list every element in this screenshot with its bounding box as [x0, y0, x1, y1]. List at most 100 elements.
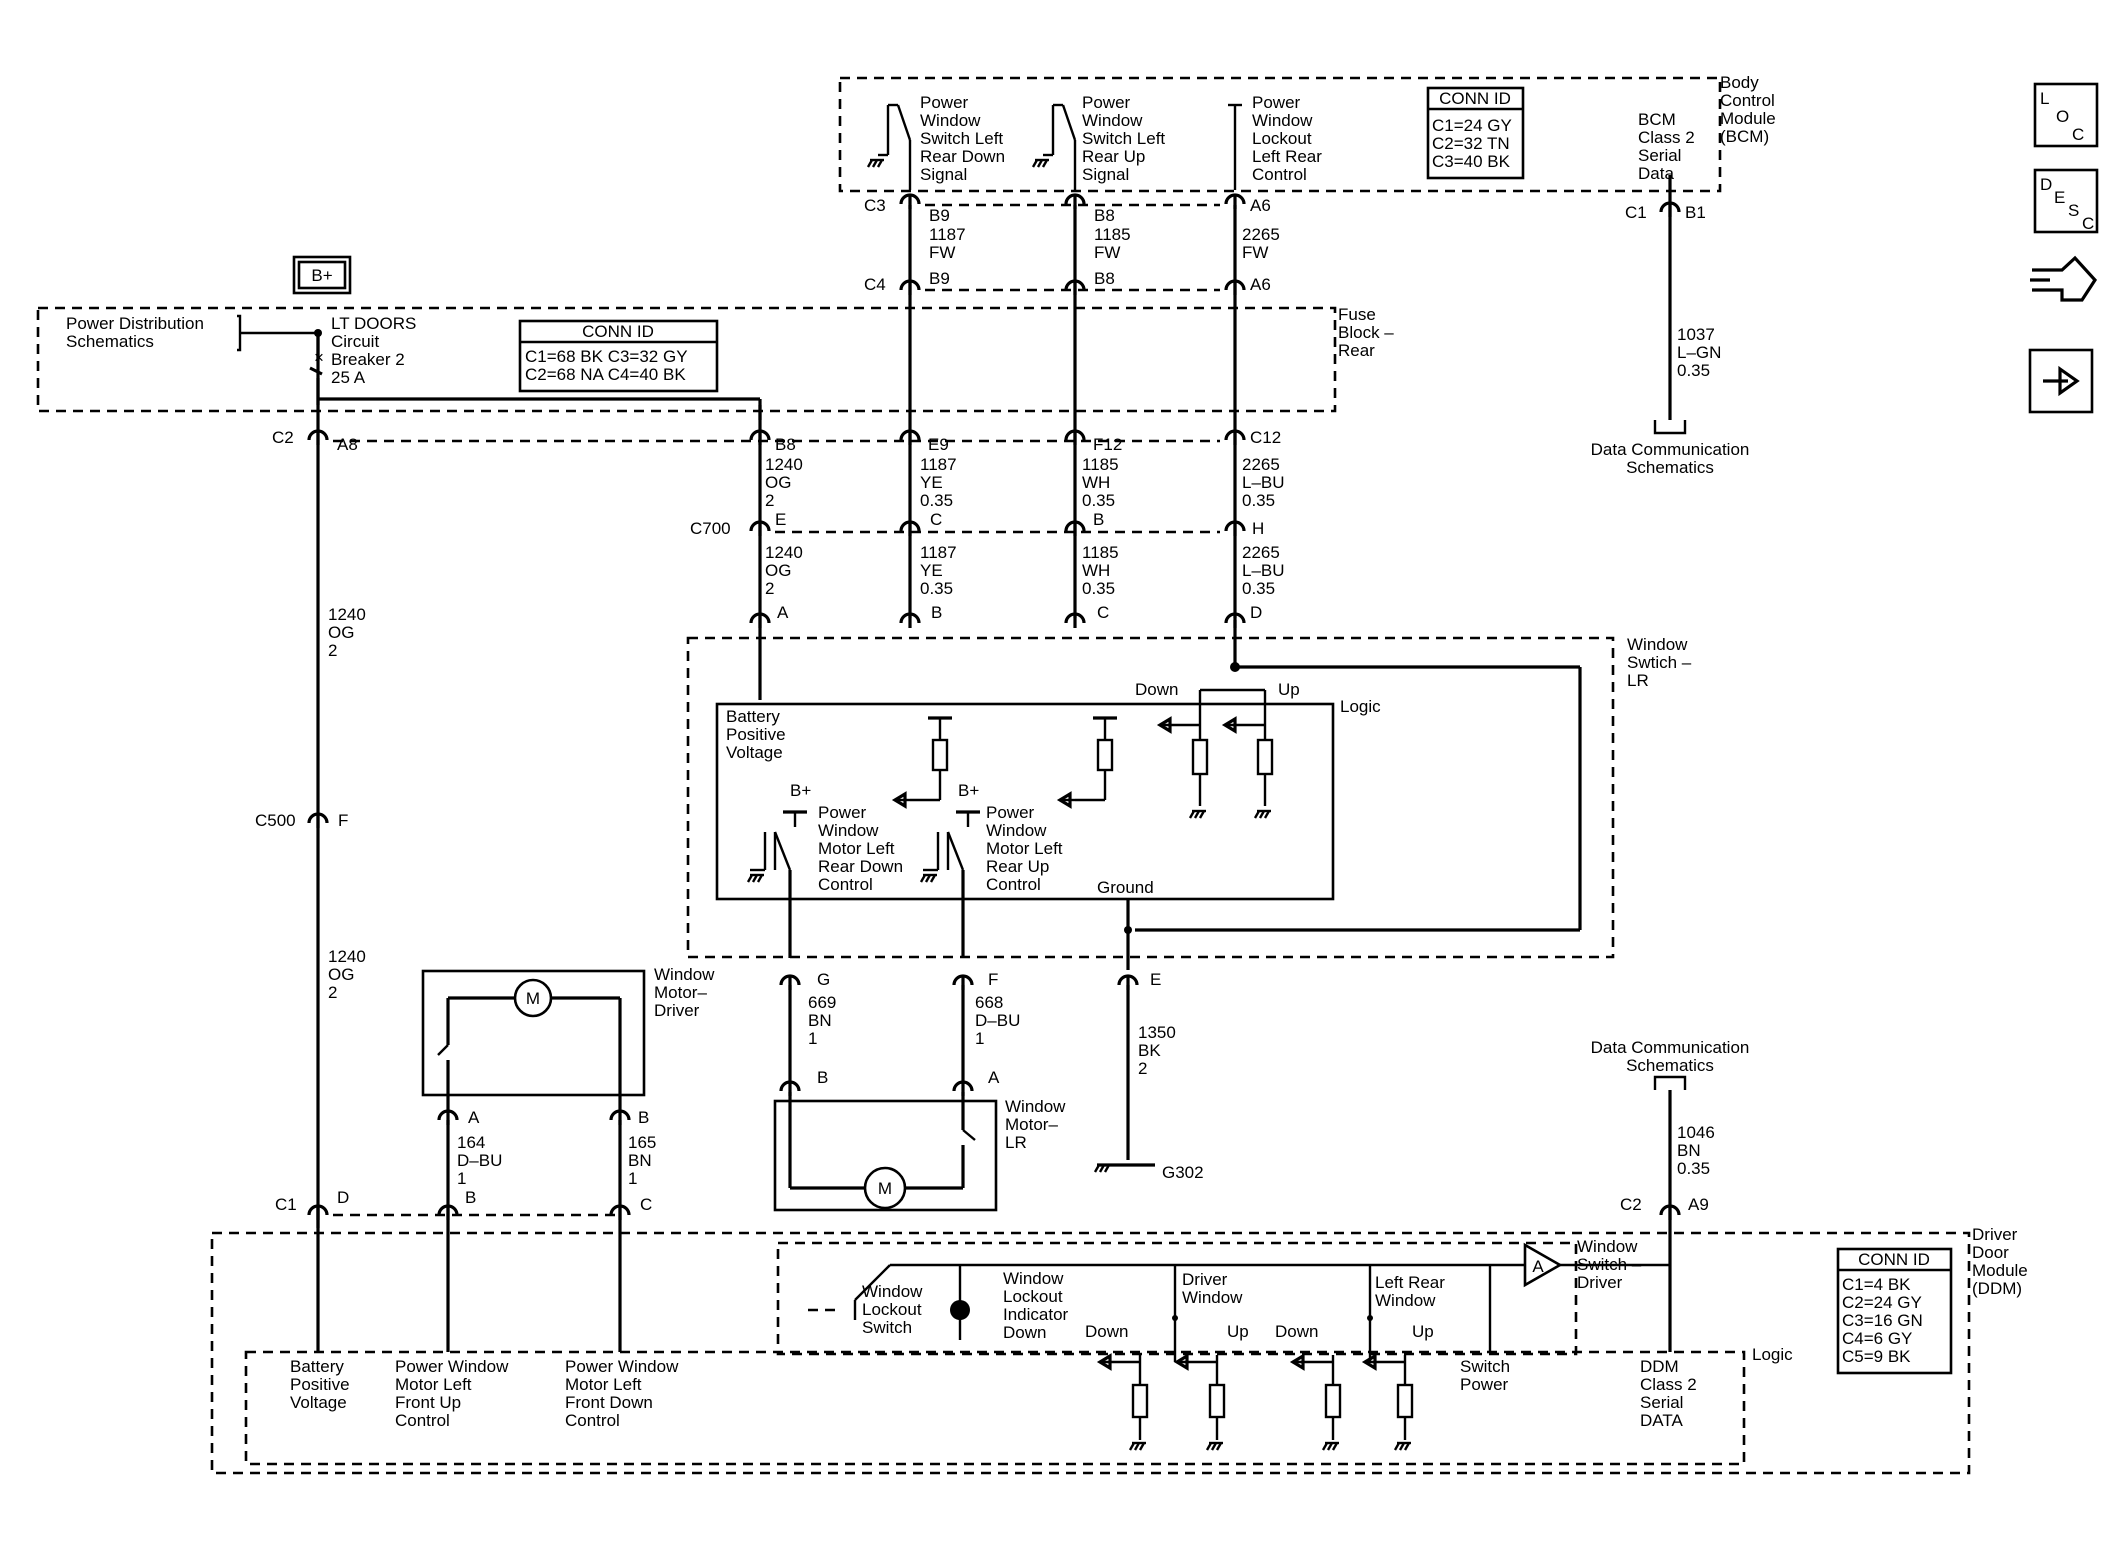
- wire-1240-line: OG: [765, 473, 791, 492]
- pin-d: D: [337, 1188, 349, 1207]
- pin-b1: B1: [1685, 203, 1706, 222]
- wire-164-line: 164: [457, 1133, 485, 1152]
- pin-b8: B8: [775, 435, 796, 454]
- rear-up-switch-tick: [1041, 159, 1049, 168]
- wire-1185-line: 1185: [1082, 455, 1119, 474]
- bcm-lockout-label-line: Lockout: [1252, 129, 1312, 148]
- bcm-rear-down-label-line: Switch Left: [920, 129, 1003, 148]
- up-arrowhead: [1221, 716, 1237, 734]
- wire-669-line: 669: [808, 993, 836, 1012]
- ddm-pulldown-2-ground-tick: [1326, 1442, 1334, 1451]
- pin-c12: C12: [1250, 428, 1281, 447]
- connector-c1-bcm: C1: [1625, 203, 1647, 222]
- arrowhead: [1173, 1353, 1189, 1371]
- motor-up-label-line: Window: [986, 821, 1047, 840]
- pin-b8: B8: [1094, 269, 1115, 288]
- bcm-connid-box: [1426, 86, 1525, 180]
- ddm-class2-label-line: DDM: [1640, 1357, 1679, 1376]
- wire-1187-fw-line: 1187: [929, 225, 966, 244]
- pin-f12: F12: [1093, 435, 1122, 454]
- arrowhead: [1096, 1353, 1112, 1371]
- driver-window-label-line: Window: [1182, 1288, 1243, 1307]
- ddm-bpv-label-line: Positive: [290, 1375, 350, 1394]
- wire-1037-line: 1037: [1677, 325, 1715, 344]
- front-down-label-line: Control: [565, 1411, 620, 1430]
- b-plus-2: B+: [958, 781, 979, 800]
- connector-c2: C2: [1620, 1195, 1642, 1214]
- wire-1185-line: 1185: [1082, 543, 1119, 562]
- junction-dot: [1367, 1315, 1373, 1321]
- pin-e: E: [775, 510, 786, 529]
- up-pullup-ground-tick: [1258, 810, 1266, 819]
- arrowhead: [891, 791, 907, 809]
- ddm-class2-label-line: Class 2: [1640, 1375, 1697, 1394]
- lr-motor-box: [773, 1099, 998, 1212]
- schematics-bracket: [237, 314, 242, 352]
- pin-e9: E9: [928, 435, 949, 454]
- loc-letter: O: [2056, 107, 2069, 126]
- wire-2265-line: 0.35: [1242, 579, 1275, 598]
- front-up-label-line: Power Window: [395, 1357, 509, 1376]
- bcm-lockout-label-line: Window: [1252, 111, 1313, 130]
- window-switch-lr-label-line: Window: [1627, 635, 1688, 654]
- motor-up-label-line: Power: [986, 803, 1035, 822]
- rear-up-switch: [1061, 104, 1077, 141]
- bcm-lockout-label-line: Left Rear: [1252, 147, 1322, 166]
- pin-c: C: [930, 510, 942, 529]
- amp-label: A: [1532, 1257, 1544, 1276]
- up-relay-ground-tick: [919, 874, 927, 883]
- b-plus-box: [292, 255, 352, 295]
- connector-c4: C4: [864, 275, 886, 294]
- ddm-pulldown-3-ground-tick: [1393, 1442, 1401, 1451]
- wire-1240-line: 2: [765, 579, 774, 598]
- window-switch-lr-label-line: Swtich –: [1627, 653, 1692, 672]
- pin-a6: A6: [1250, 196, 1271, 215]
- bcm-rear-up-label-line: Window: [1082, 111, 1143, 130]
- up-label: Up: [1412, 1322, 1434, 1341]
- rear-down-switch: [896, 104, 912, 141]
- motor-down-label-line: Power: [818, 803, 867, 822]
- ddm-pulldown-1-ground-tick: [1215, 1442, 1223, 1451]
- fuse-connid-title: CONN ID: [582, 322, 654, 341]
- junction-dot: [1172, 1315, 1178, 1321]
- bcm-rear-up-label-line: Power: [1082, 93, 1131, 112]
- rear-down-switch-tick: [866, 159, 874, 168]
- wire-1240-line: 1240: [765, 455, 803, 474]
- wire-1240-left-line: 1240: [328, 947, 366, 966]
- front-up-label-line: Control: [395, 1411, 450, 1430]
- pullup-resistor: [931, 738, 949, 772]
- wire-668-line: 1: [975, 1029, 984, 1048]
- fuse-connid-lines-line: C1=68 BK C3=32 GY: [525, 347, 688, 366]
- pin-a: A: [777, 603, 789, 622]
- bcm-label-line: Control: [1720, 91, 1775, 110]
- wire-1187-line: YE: [920, 473, 943, 492]
- arrowhead: [1289, 1353, 1305, 1371]
- rear-up-switch-tick: [1031, 159, 1039, 168]
- pin-b: B: [931, 603, 942, 622]
- wire-2265-fw-line: 2265: [1242, 225, 1280, 244]
- left-rear-window-label-line: Left Rear: [1375, 1273, 1445, 1292]
- ddm-connid-lines-line: C3=16 GN: [1842, 1311, 1923, 1330]
- ddm-connid-title: CONN ID: [1858, 1250, 1930, 1269]
- pin-a: A: [468, 1108, 480, 1127]
- down-label: Down: [1135, 680, 1178, 699]
- up-relay: [946, 831, 965, 871]
- fuse-block-label-line: Block –: [1338, 323, 1394, 342]
- ddm-pulldown-0-resistor: [1131, 1383, 1149, 1419]
- bcm-rear-down-label-line: Window: [920, 111, 981, 130]
